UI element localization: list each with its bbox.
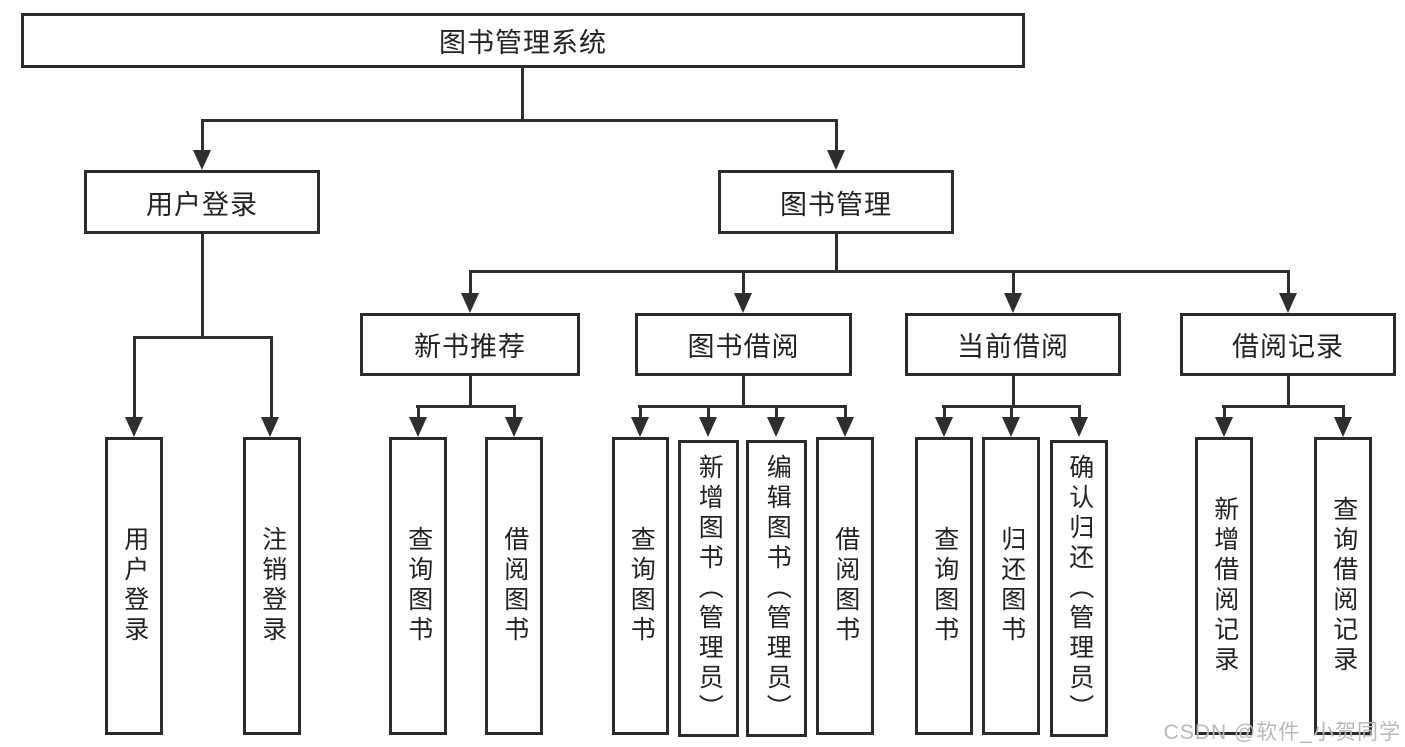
- node-book-borrow-label: 图书借阅: [687, 332, 800, 362]
- leaf-query-books-3-label: 查询图书: [930, 526, 959, 646]
- leaf-query-borrow-record-label: 查询借阅记录: [1329, 496, 1358, 676]
- node-borrow-records-label: 借阅记录: [1232, 332, 1344, 362]
- leaf-query-books-1-label: 查询图书: [404, 526, 433, 646]
- leaf-confirm-return-admin-label: 确认归还（管理员）: [1065, 453, 1094, 724]
- leaf-add-borrow-record-label: 新增借阅记录: [1210, 496, 1239, 676]
- node-current-borrow: 当前借阅: [905, 313, 1121, 376]
- node-user-login-label: 用户登录: [146, 189, 258, 220]
- leaf-add-books-admin-label: 新增图书（管理员）: [695, 453, 724, 724]
- leaf-borrow-books-1-label: 借阅图书: [500, 526, 529, 646]
- arrow-down-icon: [1279, 293, 1297, 313]
- connector-drop: [1078, 405, 1081, 419]
- connector-drop: [469, 270, 472, 296]
- leaf-return-books-label: 归还图书: [997, 526, 1026, 646]
- arrow-down-icon: [409, 417, 427, 437]
- arrow-down-icon: [1215, 417, 1233, 437]
- arrow-down-icon: [935, 417, 953, 437]
- connector-drop: [742, 270, 745, 296]
- arrow-down-icon: [1004, 293, 1022, 313]
- connector-drop: [707, 405, 710, 419]
- arrow-down-icon: [1334, 417, 1352, 437]
- arrow-down-icon: [461, 293, 479, 313]
- connector-drop: [1010, 405, 1013, 419]
- connector-level2-branch: [201, 119, 838, 122]
- leaf-borrow-books-2: 借阅图书: [816, 437, 874, 735]
- node-book-mgmt-label: 图书管理: [780, 189, 892, 220]
- connector-drop: [943, 405, 946, 419]
- connector-drop: [417, 405, 420, 419]
- leaf-add-books-admin: 新增图书（管理员）: [678, 440, 739, 737]
- connector-root-stem: [521, 68, 524, 121]
- leaf-borrow-books-2-label: 借阅图书: [831, 526, 860, 646]
- arrow-down-icon: [261, 417, 279, 437]
- connector-stem: [1287, 376, 1290, 407]
- connector-drop: [133, 336, 136, 419]
- connector-branch: [1222, 405, 1345, 408]
- connector-stem: [835, 234, 838, 272]
- connector-drop: [1287, 270, 1290, 296]
- arrow-down-icon: [125, 417, 143, 437]
- leaf-return-books: 归还图书: [982, 437, 1040, 735]
- node-book-borrow: 图书借阅: [635, 313, 852, 376]
- node-new-books: 新书推荐: [360, 313, 580, 376]
- leaf-edit-books-admin: 编辑图书（管理员）: [746, 440, 807, 737]
- leaf-query-books-3: 查询图书: [915, 437, 973, 735]
- connector-drop: [513, 405, 516, 419]
- node-borrow-records: 借阅记录: [1180, 313, 1396, 376]
- leaf-logout: 注销登录: [243, 437, 301, 735]
- connector-drop: [201, 119, 204, 152]
- node-current-borrow-label: 当前借阅: [957, 332, 1069, 362]
- leaf-user-login: 用户登录: [105, 437, 163, 735]
- connector-branch: [638, 405, 847, 408]
- arrow-down-icon: [767, 417, 785, 437]
- connector-branch: [133, 336, 273, 339]
- leaf-borrow-books-1: 借阅图书: [485, 437, 543, 735]
- leaf-confirm-return-admin: 确认归还（管理员）: [1050, 440, 1108, 737]
- connector-drop: [844, 405, 847, 419]
- leaf-query-books-2-label: 查询图书: [627, 526, 656, 646]
- connector-stem: [469, 376, 472, 407]
- arrow-down-icon: [1070, 417, 1088, 437]
- leaf-edit-books-admin-label: 编辑图书（管理员）: [763, 453, 792, 724]
- connector-drop: [270, 336, 273, 419]
- node-book-mgmt: 图书管理: [718, 170, 954, 234]
- connector-drop: [1012, 270, 1015, 296]
- connector-drop: [775, 405, 778, 419]
- arrow-down-icon: [734, 293, 752, 313]
- leaf-query-books-1: 查询图书: [389, 437, 447, 735]
- connector-drop: [639, 405, 642, 419]
- connector-drop: [835, 119, 838, 152]
- arrow-down-icon: [631, 417, 649, 437]
- connector-stem: [201, 234, 204, 338]
- connector-drop: [1223, 405, 1226, 419]
- arrow-down-icon: [505, 417, 523, 437]
- connector-stem: [1012, 376, 1015, 407]
- leaf-add-borrow-record: 新增借阅记录: [1195, 437, 1253, 735]
- node-new-books-label: 新书推荐: [414, 332, 526, 362]
- connector-stem: [742, 376, 745, 407]
- node-user-login: 用户登录: [84, 170, 320, 234]
- leaf-query-borrow-record: 查询借阅记录: [1314, 437, 1372, 735]
- leaf-query-books-2: 查询图书: [612, 437, 669, 735]
- leaf-logout-label: 注销登录: [258, 526, 287, 646]
- connector-branch: [416, 405, 516, 408]
- node-root-label: 图书管理系统: [439, 28, 607, 58]
- node-root: 图书管理系统: [21, 13, 1025, 68]
- leaf-user-login-label: 用户登录: [120, 526, 149, 646]
- csdn-watermark: CSDN @软件_小贺同学: [1163, 721, 1401, 744]
- arrow-down-icon: [699, 417, 717, 437]
- arrow-down-icon: [827, 150, 845, 170]
- arrow-down-icon: [1002, 417, 1020, 437]
- connector-level3-branch: [469, 270, 1290, 273]
- arrow-down-icon: [836, 417, 854, 437]
- connector-drop: [1342, 405, 1345, 419]
- arrow-down-icon: [193, 150, 211, 170]
